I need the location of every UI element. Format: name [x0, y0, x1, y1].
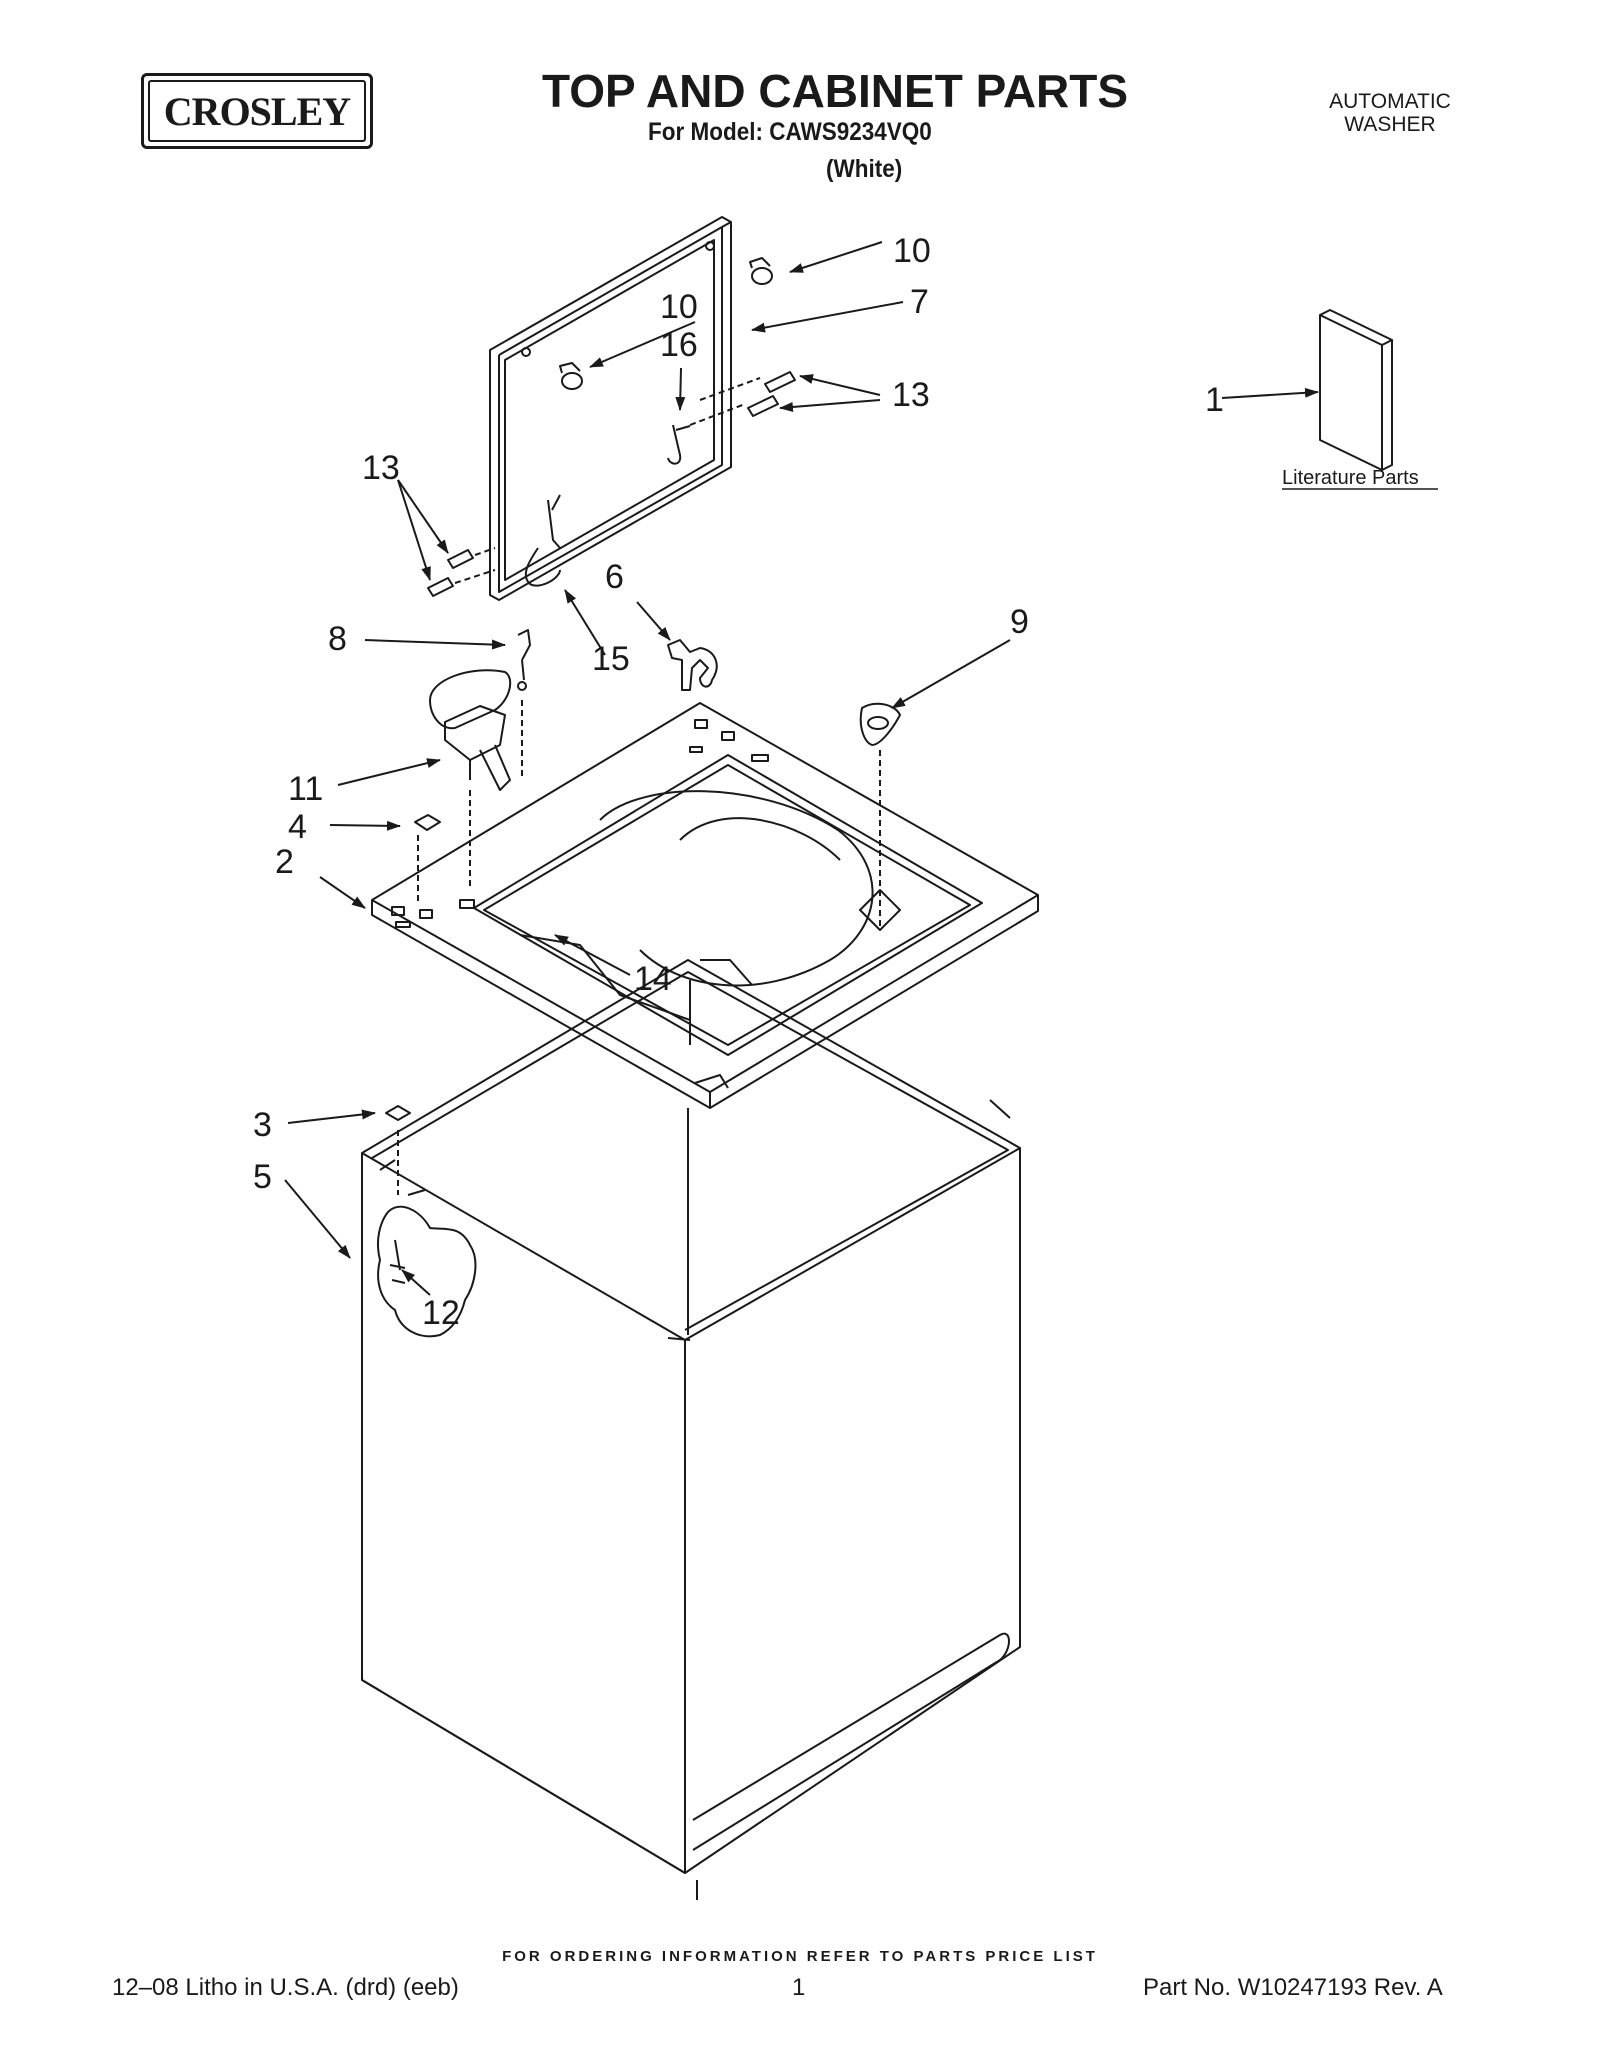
callout-7: 7 — [910, 283, 929, 321]
callout-9: 9 — [1010, 603, 1029, 641]
literature-parts-label: Literature Parts — [1282, 467, 1419, 489]
callout-11: 11 — [288, 770, 323, 808]
bumper-left — [559, 362, 583, 390]
lid-switch-screw — [517, 629, 531, 780]
hinge-bracket — [667, 639, 718, 691]
callout-12: 12 — [422, 1294, 460, 1332]
callout-3: 3 — [253, 1106, 272, 1144]
leader-lines — [284, 241, 1319, 1296]
callout-2: 2 — [275, 843, 294, 881]
literature-parts — [1319, 309, 1393, 471]
clip-lower — [385, 1105, 411, 1195]
callout-13-left: 13 — [362, 449, 400, 487]
callout-8: 8 — [328, 620, 347, 658]
callout-15: 15 — [592, 640, 630, 678]
callout-4: 4 — [288, 808, 307, 846]
cabinet — [361, 959, 1021, 1900]
brand-logo-text: CROSLEY — [163, 88, 351, 134]
callout-6: 6 — [605, 558, 624, 596]
color-line: (White) — [826, 155, 903, 183]
callout-10-top: 10 — [893, 232, 931, 270]
callout-14: 14 — [634, 960, 672, 998]
washer-top — [371, 702, 1039, 1109]
hinge-screws-right — [689, 371, 796, 426]
part-number: Part No. W10247193 Rev. A — [1143, 1974, 1443, 2001]
lid-hinge-left — [524, 494, 561, 587]
callout-16: 16 — [660, 326, 698, 364]
bleach-dispenser — [859, 702, 901, 928]
page-number: 1 — [792, 1974, 806, 2001]
ordering-note: FOR ORDERING INFORMATION REFER TO PARTS … — [502, 1948, 1098, 1965]
callout-5: 5 — [253, 1158, 272, 1196]
product-type: AUTOMATIC WASHER — [1300, 90, 1480, 136]
brand-logo: CROSLEY — [141, 73, 373, 149]
callout-10-left: 10 — [660, 288, 698, 326]
lid-hinge-right — [667, 424, 691, 465]
bumper-top — [749, 257, 773, 285]
model-line: For Model: CAWS9234VQ0 — [648, 118, 932, 146]
page-title: TOP AND CABINET PARTS — [541, 65, 1129, 117]
product-type-line2: WASHER — [1344, 113, 1436, 136]
callout-1: 1 — [1205, 381, 1224, 419]
litho-note: 12–08 Litho in U.S.A. (drd) (eeb) — [112, 1974, 459, 2001]
product-type-line1: AUTOMATIC — [1329, 90, 1451, 113]
callout-13-right: 13 — [892, 376, 930, 414]
lid-frame — [489, 216, 732, 601]
clip-upper — [414, 814, 441, 905]
hinge-screws-left — [427, 547, 496, 597]
